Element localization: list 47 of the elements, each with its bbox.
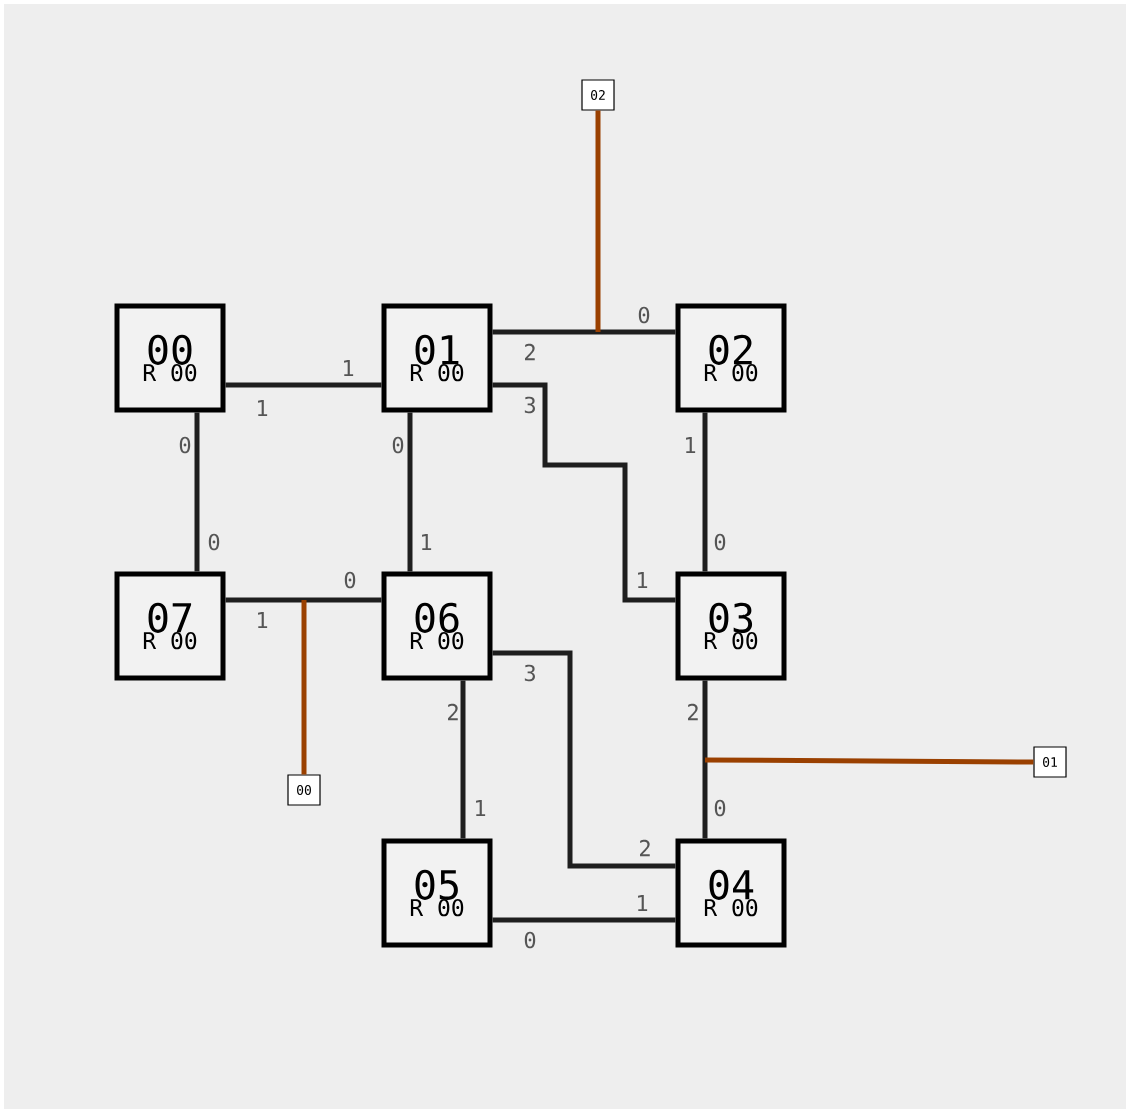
router-box: 05 R 00 — [381, 838, 493, 948]
port-number: 0 — [524, 931, 536, 949]
port-number: 1 — [638, 894, 648, 911]
port-number: 3 — [524, 396, 535, 414]
port-number: 2 — [448, 703, 458, 721]
router-box: 07 R 00 — [114, 571, 226, 681]
port-number: 1 — [686, 436, 696, 453]
link-line — [492, 329, 676, 335]
router-box: 06 R 00 — [381, 571, 493, 681]
port-number: 0 — [714, 533, 726, 551]
link-line — [492, 382, 676, 603]
port-number: 1 — [422, 533, 432, 550]
port-number: 0 — [208, 533, 220, 551]
connector-line — [301, 600, 307, 775]
router-box: 02 R 00 — [675, 303, 787, 413]
link-line — [194, 412, 200, 572]
router-box: 01 R 00 — [381, 303, 493, 413]
link-line — [407, 412, 413, 572]
connector-line — [595, 110, 601, 332]
link-line — [225, 382, 382, 388]
port-number: 3 — [524, 664, 535, 682]
port-number: 0 — [714, 799, 726, 817]
port-number: 2 — [688, 703, 698, 721]
router-box: 00 R 00 — [114, 303, 226, 413]
link-line — [460, 680, 466, 839]
port-number: 1 — [638, 571, 648, 588]
link-line — [702, 412, 708, 572]
connector-line — [705, 757, 1034, 765]
port-number: 2 — [525, 343, 535, 361]
port-box: 02 — [581, 79, 615, 111]
router-box: 03 R 00 — [675, 571, 787, 681]
port-number: 0 — [344, 571, 356, 589]
port-number: 1 — [344, 359, 354, 376]
link-line — [225, 597, 382, 603]
port-number: 1 — [258, 611, 268, 628]
port-number: 1 — [476, 799, 486, 816]
port-box: 01 — [1033, 746, 1067, 778]
link-line — [492, 650, 676, 869]
port-box: 00 — [287, 774, 321, 806]
port-number: 2 — [640, 839, 650, 857]
port-number: 1 — [258, 399, 268, 416]
port-number: 0 — [392, 436, 404, 454]
link-line — [492, 917, 676, 923]
router-box: 04 R 00 — [675, 838, 787, 948]
port-number: 0 — [179, 436, 191, 454]
port-number: 0 — [638, 306, 650, 324]
link-line — [702, 680, 708, 839]
